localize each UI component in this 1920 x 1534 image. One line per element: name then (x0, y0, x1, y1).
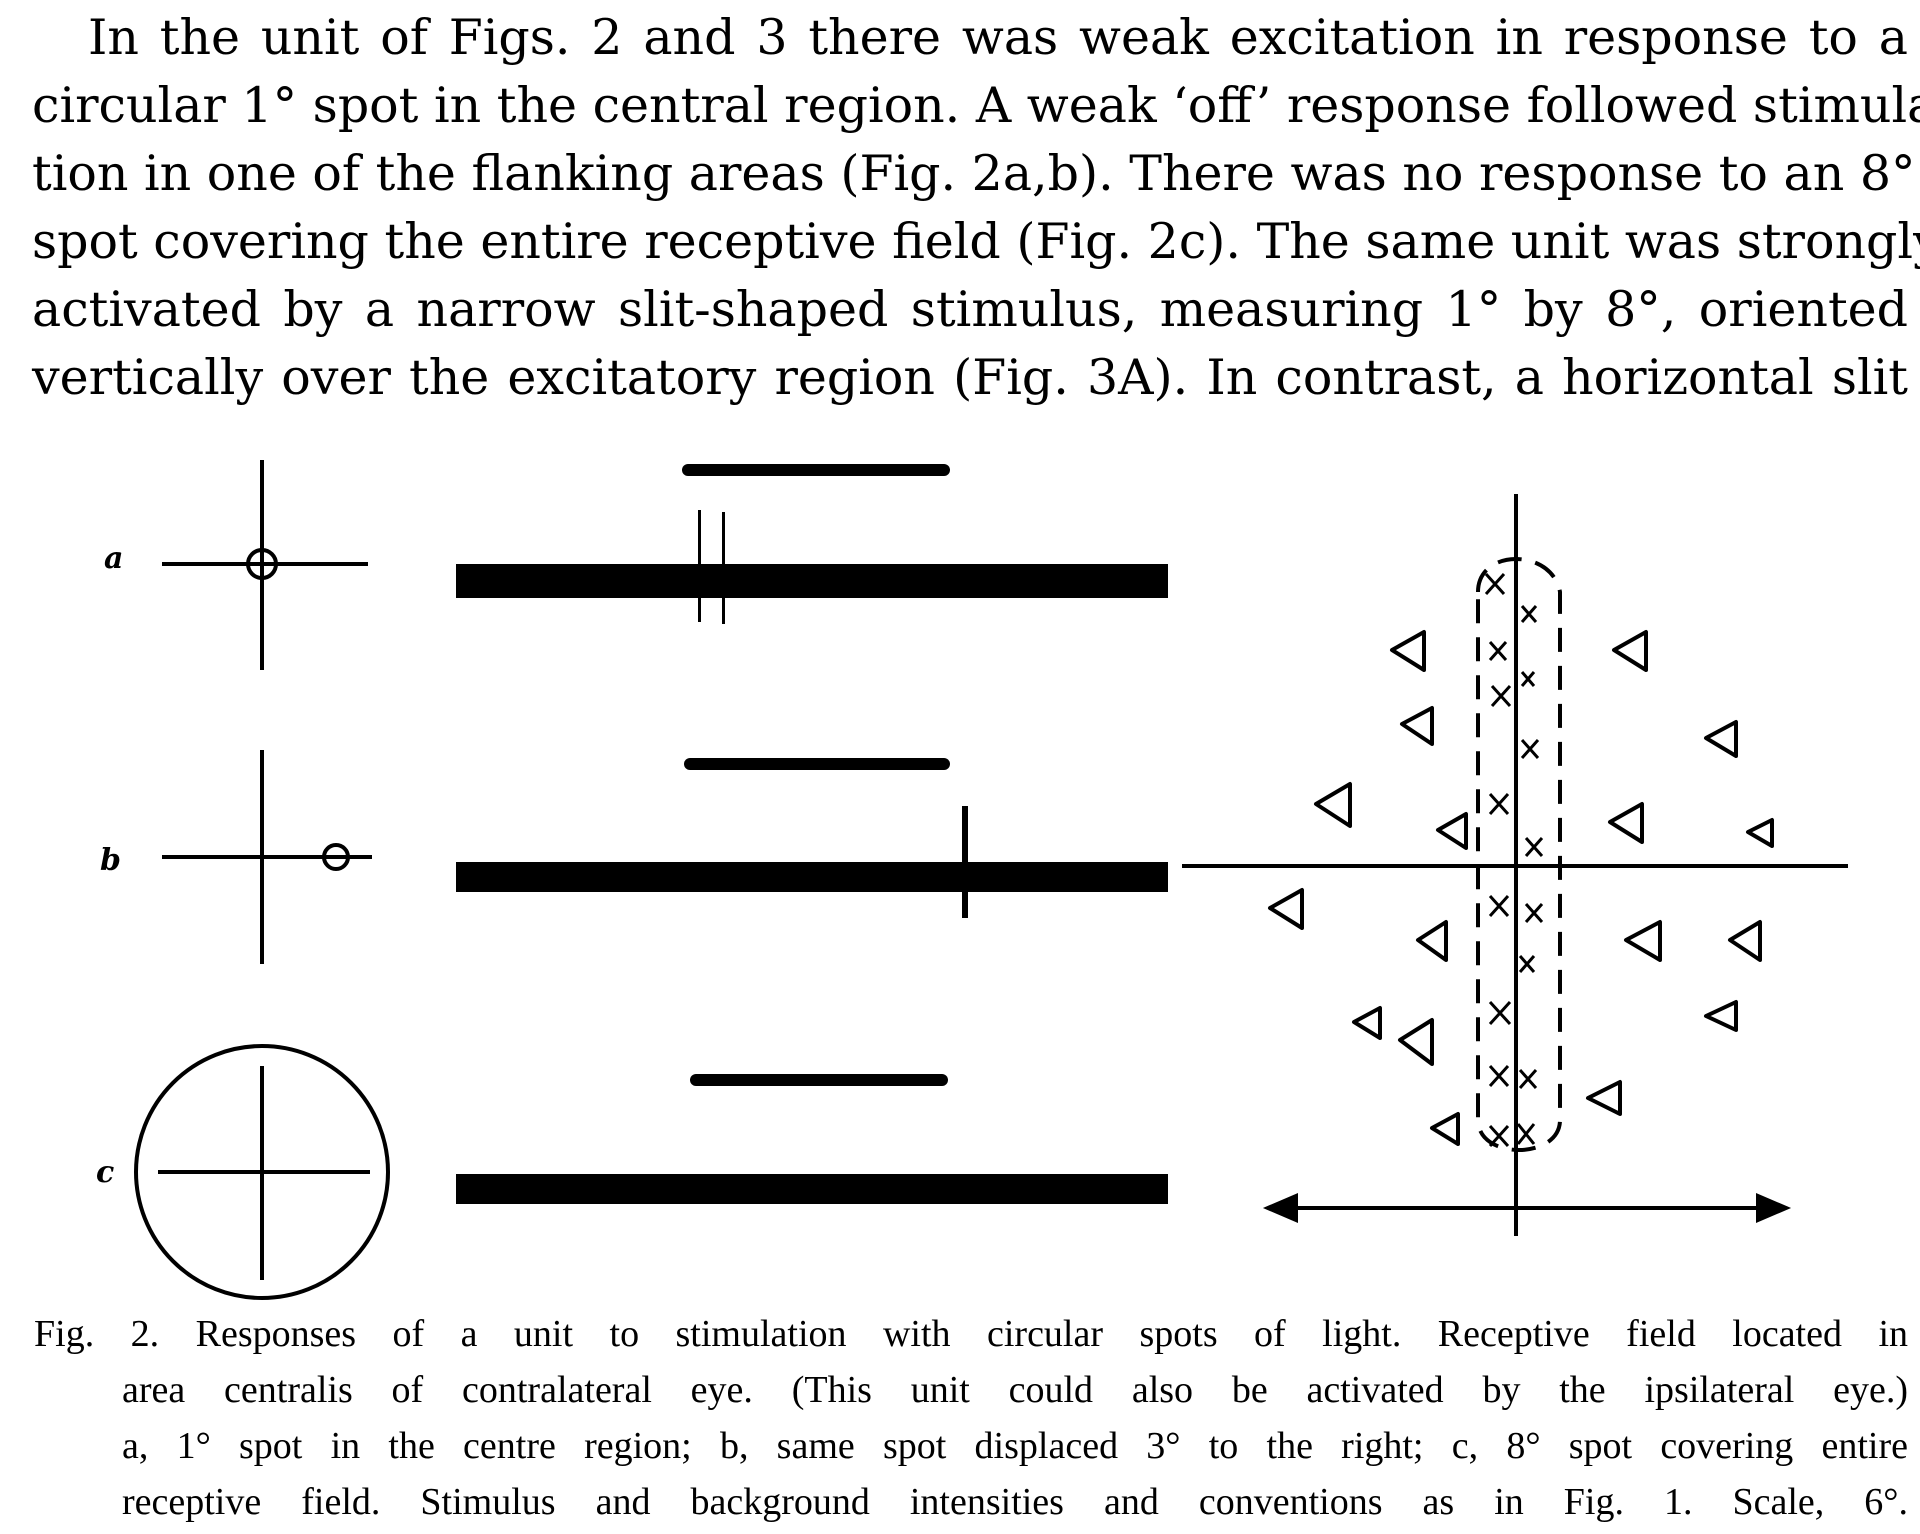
excitatory-markers (1484, 572, 1544, 1148)
scale-arrow-left-head (1262, 1192, 1298, 1224)
caption-line: receptive field. Stimulus and background… (122, 1481, 1908, 1523)
body-line: In the unit of Figs. 2 and 3 there was w… (88, 9, 1908, 66)
response-trace-a (456, 510, 1168, 624)
panel-label-c: c (96, 1155, 114, 1190)
response-trace-c (456, 1174, 1168, 1204)
stimulus-diagram-c (134, 1044, 390, 1300)
scale-arrow-right-head (1756, 1192, 1792, 1224)
caption-line: Fig. 2. Responses of a unit to stimulati… (34, 1313, 1908, 1355)
stimulus-bar-b (684, 758, 950, 770)
stimulus-bar-a (682, 464, 950, 476)
figure-caption: Fig. 2. Responses of a unit to stimulati… (34, 1306, 1908, 1530)
stimulus-diagram-a (162, 460, 368, 670)
body-line: vertically over the excitatory region (F… (32, 349, 1908, 406)
stimulus-diagram-b (162, 750, 372, 964)
body-line: tion in one of the flanking areas (Fig. … (32, 145, 1916, 202)
panel-label-a: a (104, 541, 123, 576)
excitatory-region-outline (1476, 557, 1562, 1152)
body-line: spot covering the entire receptive field… (32, 213, 1920, 270)
body-paragraph: In the unit of Figs. 2 and 3 there was w… (32, 4, 1920, 412)
off-response-markers (1268, 630, 1774, 1146)
figure-2: a b c (96, 460, 1848, 1300)
body-line: activated by a narrow slit-shaped stimul… (32, 281, 1908, 338)
caption-line: a, 1° spot in the centre region; b, same… (122, 1425, 1908, 1467)
panel-label-b: b (100, 843, 121, 878)
body-line: circular 1° spot in the central region. … (32, 77, 1920, 134)
response-trace-b (456, 806, 1168, 918)
stimulus-bar-c (690, 1074, 948, 1086)
receptive-field-map (1182, 494, 1848, 1236)
caption-line: area centralis of contralateral eye. (Th… (122, 1369, 1908, 1411)
